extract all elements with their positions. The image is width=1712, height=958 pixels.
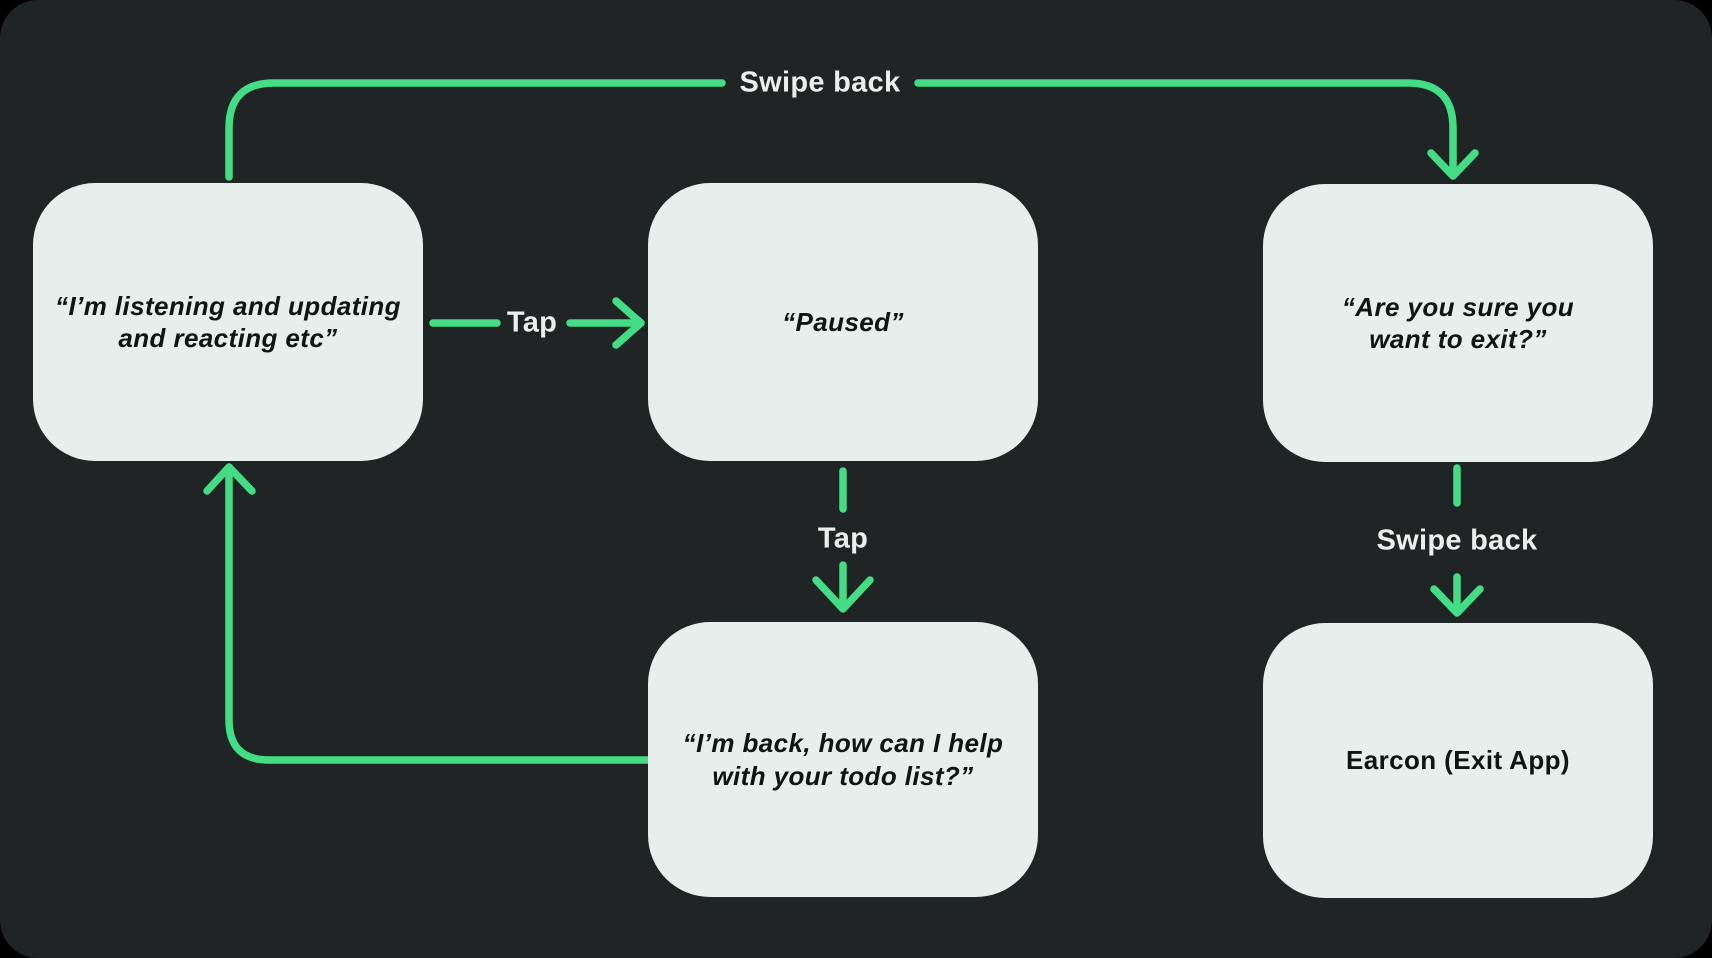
edge-label-swipe-back-right: Swipe back (1376, 524, 1538, 557)
arrowhead-down-icon (1430, 585, 1484, 617)
edge-swipe-back-right (1430, 464, 1484, 617)
arrowhead-down-icon (1427, 149, 1479, 180)
edge-label-tap-vertical: Tap (817, 522, 869, 555)
edge-line (225, 468, 652, 764)
edge-label-tap-horizontal: Tap (506, 306, 558, 339)
node-are-you-sure-label: “Are you sure you want to exit?” (1341, 291, 1575, 355)
node-listening: “I’m listening and updating and reacting… (33, 183, 423, 461)
node-paused-label: “Paused” (782, 306, 904, 337)
arrowhead-down-icon (812, 576, 874, 613)
node-listening-label: “I’m listening and updating and reacting… (55, 290, 401, 354)
node-paused: “Paused” (648, 183, 1038, 461)
node-im-back-label: “I’m back, how can I help with your todo… (682, 728, 1004, 791)
node-earcon: Earcon (Exit App) (1263, 623, 1653, 898)
edge-return-loop (203, 463, 652, 764)
node-are-you-sure: “Are you sure you want to exit?” (1263, 184, 1653, 462)
node-im-back: “I’m back, how can I help with your todo… (648, 622, 1038, 897)
edge-line (914, 79, 1457, 171)
edge-swipe-back-top (225, 79, 1479, 181)
edge-line (225, 79, 726, 181)
edge-tap-horizontal (429, 297, 645, 349)
edge-label-swipe-back-top: Swipe back (739, 66, 901, 99)
arrowhead-up-icon (203, 463, 256, 495)
edge-tap-vertical (812, 467, 874, 613)
node-earcon-label: Earcon (Exit App) (1346, 745, 1570, 776)
arrowhead-right-icon (612, 297, 645, 349)
